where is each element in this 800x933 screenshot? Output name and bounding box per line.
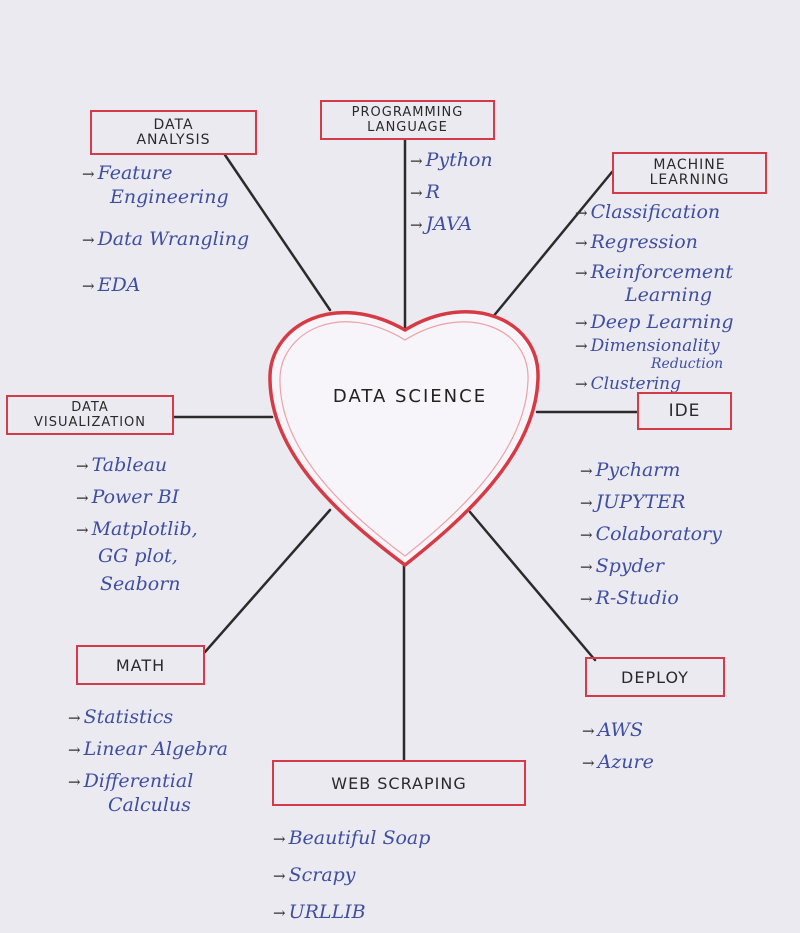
node-title-line: ANALYSIS [136,131,211,148]
arrow-icon: → [575,314,588,332]
list-item: →JAVA [410,213,473,235]
list-item: →Data Wrangling [82,228,250,250]
list-ide: →Pycharm →JUPYTER →Colaboratory →Spyder … [580,455,722,615]
arrow-icon: → [273,830,286,848]
arrow-icon: → [273,904,286,922]
arrow-icon: → [580,462,593,480]
list-data-analysis: →Feature Engineering →Data Wrangling →ED… [82,158,249,302]
arrow-icon: → [582,754,595,772]
node-web-scraping: WEB SCRAPING [272,760,526,806]
list-math: →Statistics →Linear Algebra →Differentia… [68,702,228,820]
list-item: →Matplotlib, [76,518,198,540]
list-item-continuation: GG plot, [98,545,178,567]
arrow-icon: → [575,375,588,393]
node-math: MATH [76,645,205,685]
arrow-icon: → [82,231,95,249]
list-item-continuation: Learning [625,284,712,306]
center-title: DATA SCIENCE [332,386,488,407]
list-item: →Statistics [68,706,174,728]
node-title-line: DATA [153,116,194,133]
list-data-visualization: →Tableau →Power BI →Matplotlib, GG plot,… [76,450,198,602]
node-title-line: IDE [668,400,701,421]
list-item: →Reinforcement [575,261,734,283]
list-item-continuation: Reduction [651,356,724,372]
node-title-line: LEARNING [649,172,730,188]
list-programming-language: →Python →R →JAVA [410,145,493,241]
arrow-icon: → [575,234,588,252]
list-machine-learning: →Classification →Regression →Reinforceme… [575,198,734,393]
node-ide: IDE [637,392,732,430]
arrow-icon: → [575,204,588,222]
node-data-visualization: DATA VISUALIZATION [6,395,174,435]
arrow-icon: → [410,184,423,202]
list-item: →JUPYTER [580,491,686,513]
center-heart-shape [268,310,540,568]
list-item: →Scrapy [273,864,356,886]
node-title-line: DATA [71,400,109,415]
list-item: →R [410,181,440,203]
arrow-icon: → [273,867,286,885]
arrow-icon: → [580,526,593,544]
arrow-icon: → [76,521,89,539]
list-item: →R-Studio [580,587,679,609]
list-deploy: →AWS →Azure [582,715,654,779]
node-machine-learning: MACHINE LEARNING [612,152,767,194]
arrow-icon: → [582,722,595,740]
arrow-icon: → [82,165,95,183]
node-title-line: VISUALIZATION [34,415,146,430]
connector-data-analysis [223,153,332,312]
list-item: →Azure [582,751,654,773]
arrow-icon: → [76,457,89,475]
list-item: →Deep Learning [575,311,734,333]
list-item: →Differential [68,770,194,792]
list-item: →Regression [575,231,698,253]
list-item: →Feature [82,162,173,184]
list-item: →Beautiful Soap [273,827,431,849]
connector-deploy [468,510,597,662]
list-item: →EDA [82,274,141,296]
list-item: →Dimensionality [575,336,720,356]
list-item-continuation: Seaborn [100,573,181,595]
list-web-scraping: →Beautiful Soap →Scrapy →URLLIB [273,820,430,931]
list-item: →Linear Algebra [68,738,228,760]
list-item: →Tableau [76,454,168,476]
list-item: →Spyder [580,555,664,577]
list-item: →URLLIB [273,901,366,923]
node-title-line: PROGRAMMING [351,105,464,120]
arrow-icon: → [68,741,81,759]
node-title-line: LANGUAGE [367,120,448,135]
arrow-icon: → [580,590,593,608]
arrow-icon: → [580,558,593,576]
list-item: →AWS [582,719,644,741]
list-item: →Clustering [575,374,681,394]
list-item: →Python [410,149,493,171]
node-programming-language: PROGRAMMING LANGUAGE [320,100,495,140]
node-title-line: MATH [115,655,166,675]
arrow-icon: → [575,337,588,355]
list-item: →Colaboratory [580,523,722,545]
arrow-icon: → [68,773,81,791]
list-item: →Power BI [76,486,180,508]
arrow-icon: → [410,216,423,234]
node-title-line: MACHINE [653,157,726,173]
arrow-icon: → [76,489,89,507]
arrow-icon: → [68,709,81,727]
list-item-continuation: Calculus [108,794,191,816]
node-title-line: DEPLOY [621,667,689,687]
arrow-icon: → [82,277,95,295]
list-item-continuation: Engineering [110,186,229,208]
arrow-icon: → [580,494,593,512]
arrow-icon: → [410,152,423,170]
node-data-analysis: DATA ANALYSIS [90,110,257,155]
list-item: →Pycharm [580,459,681,481]
arrow-icon: → [575,264,588,282]
node-deploy: DEPLOY [585,657,725,697]
node-title-line: WEB SCRAPING [331,773,467,793]
connector-machine-learning [490,170,614,320]
connector-math [203,508,332,654]
list-item: →Classification [575,201,721,223]
